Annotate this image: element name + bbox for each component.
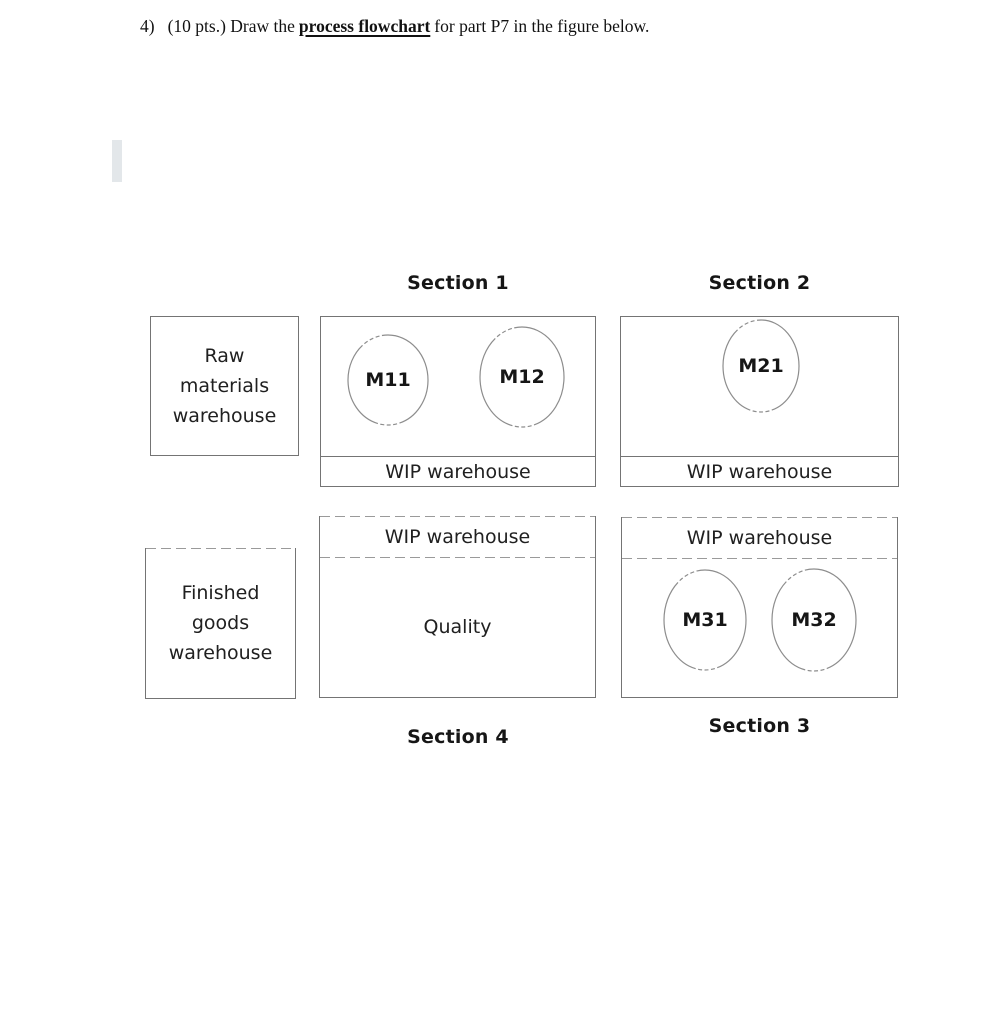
question-tail: for part P7 in the figure below. (434, 16, 650, 36)
finished-goods-warehouse-label: Finished goods warehouse (168, 582, 273, 664)
section2-machine-zone (621, 317, 898, 457)
dashed-divider (622, 558, 897, 559)
machine-m12: M12 (479, 326, 565, 428)
section2-wip-strip: WIP warehouse (621, 457, 898, 486)
machine-circle-icon (771, 568, 857, 672)
section4-label: Section 4 (407, 726, 509, 748)
machine-label: M12 (499, 366, 545, 388)
question-number: 4) (140, 16, 155, 36)
section2-box: WIP warehouse (620, 316, 899, 487)
section1-wip-strip: WIP warehouse (321, 457, 595, 486)
quality-label: Quality (423, 616, 492, 638)
question-emphasis: process flowchart (298, 16, 431, 36)
dashed-divider (320, 516, 595, 517)
machine-label: M32 (791, 609, 837, 631)
dashed-divider (146, 548, 295, 549)
machine-label: M31 (682, 609, 728, 631)
section3-label: Section 3 (708, 715, 811, 737)
wip-warehouse-label: WIP warehouse (384, 525, 531, 548)
wip-warehouse-label: WIP warehouse (385, 460, 531, 483)
raw-materials-warehouse-label: Raw materials warehouse (172, 345, 277, 427)
machine-m21: M21 (722, 319, 800, 413)
margin-highlight-bar (112, 140, 122, 182)
section3-box: WIP warehouse (621, 517, 898, 698)
section3-wip-strip: WIP warehouse (622, 517, 897, 558)
finished-goods-warehouse-box: Finished goods warehouse (145, 548, 296, 699)
machine-circle-icon (722, 319, 800, 413)
machine-m32: M32 (771, 568, 857, 672)
question-lead: (10 pts.) Draw the (167, 16, 295, 36)
wip-warehouse-label: WIP warehouse (686, 460, 833, 483)
machine-circle-icon (663, 569, 747, 671)
section1-machine-zone (321, 317, 595, 457)
section2-label: Section 2 (708, 272, 811, 294)
section4-box: WIP warehouse Quality (319, 516, 596, 698)
machine-circle-icon (347, 334, 429, 426)
section4-quality-zone: Quality (320, 557, 595, 697)
dashed-divider (622, 517, 897, 518)
dashed-divider (320, 557, 595, 558)
wip-warehouse-label: WIP warehouse (686, 526, 833, 549)
machine-circle-icon (479, 326, 565, 428)
raw-materials-warehouse-box: Raw materials warehouse (150, 316, 299, 456)
machine-m11: M11 (347, 334, 429, 426)
machine-m31: M31 (663, 569, 747, 671)
section1-box: WIP warehouse (320, 316, 596, 487)
section4-wip-strip: WIP warehouse (320, 516, 595, 557)
machine-label: M21 (738, 355, 784, 377)
section1-label: Section 1 (407, 272, 509, 294)
machine-label: M11 (365, 369, 411, 391)
